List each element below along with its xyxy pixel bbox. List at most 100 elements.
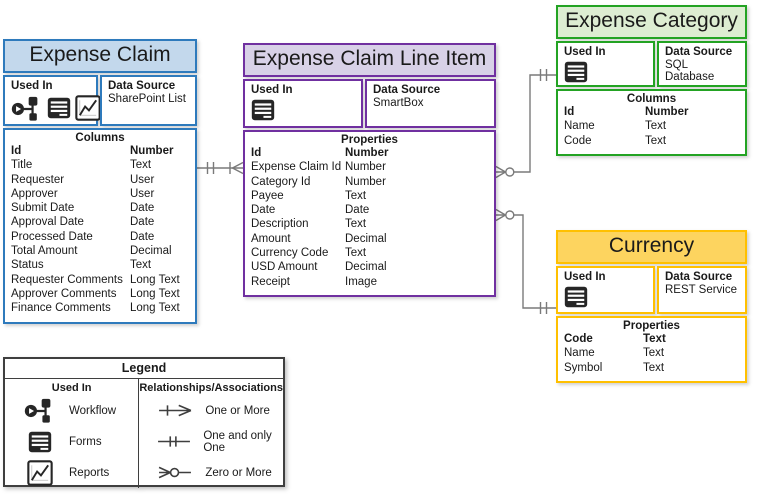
one-or-more-symbol bbox=[229, 161, 244, 175]
data-source-label: Data Source bbox=[665, 271, 733, 283]
entity-expense-category[interactable]: Expense Category Used In Data Source SQL… bbox=[556, 5, 747, 156]
used-in-icons bbox=[564, 286, 647, 308]
field-name: Symbol bbox=[564, 361, 603, 374]
entity-title: Expense Claim Line Item bbox=[243, 43, 496, 77]
forms-icon bbox=[251, 99, 275, 121]
field-name: Receipt bbox=[251, 275, 290, 288]
data-source-cell: Data Source SmartBox bbox=[365, 79, 496, 128]
field-type: Number bbox=[645, 106, 689, 118]
legend-used-in-header: Used In bbox=[51, 382, 92, 394]
field-name: Processed Date bbox=[11, 230, 93, 243]
field-name: Code bbox=[564, 333, 593, 345]
field-name: Id bbox=[564, 106, 575, 118]
used-in-cell: Used In bbox=[556, 41, 655, 87]
data-source-label: Data Source bbox=[665, 46, 733, 58]
entity-title: Currency bbox=[556, 230, 747, 264]
used-in-label: Used In bbox=[564, 271, 606, 283]
field-name: Submit Date bbox=[11, 202, 75, 215]
reports-icon bbox=[75, 95, 101, 121]
entity-expense-claim[interactable]: Expense Claim Used In Data Source ShareP… bbox=[3, 39, 197, 324]
data-source-label: Data Source bbox=[373, 84, 441, 96]
field-type: Number bbox=[345, 147, 389, 159]
field-type: Text bbox=[345, 189, 367, 202]
field-name: Category Id bbox=[251, 175, 311, 188]
used-in-label: Used In bbox=[251, 84, 293, 96]
field-row: USD Amount Decimal bbox=[251, 260, 490, 274]
used-in-icons bbox=[251, 99, 355, 121]
field-type: Date bbox=[345, 204, 370, 217]
legend-label: Forms bbox=[69, 435, 102, 448]
used-in-cell: Used In bbox=[3, 75, 101, 126]
data-source-cell: Data Source SharePoint List bbox=[100, 75, 197, 126]
entity-title: Expense Category bbox=[556, 5, 747, 39]
used-in-label: Used In bbox=[564, 46, 606, 58]
entity-currency[interactable]: Currency Used In Data Source REST Servic… bbox=[556, 230, 747, 383]
fields-title: Columns bbox=[626, 93, 677, 105]
field-type: User bbox=[130, 187, 155, 200]
field-type: Long Text bbox=[130, 287, 180, 300]
field-type: Text bbox=[645, 134, 667, 147]
field-type: Decimal bbox=[130, 245, 172, 258]
data-source-value: SharePoint List bbox=[108, 93, 186, 105]
field-type: Decimal bbox=[345, 232, 387, 245]
field-name: Id bbox=[251, 147, 262, 159]
legend-title: Legend bbox=[5, 359, 283, 379]
workflow-icon bbox=[23, 398, 57, 423]
field-type: Number bbox=[345, 161, 386, 174]
legend-used-in-row: Workflow bbox=[5, 395, 138, 426]
field-type: Text bbox=[645, 120, 667, 133]
one-and-only-one-symbol bbox=[539, 302, 548, 314]
field-name: USD Amount bbox=[251, 261, 318, 274]
forms-icon bbox=[47, 97, 71, 119]
field-row: Approver User bbox=[11, 187, 191, 201]
field-type: Long Text bbox=[130, 302, 180, 315]
workflow-icon bbox=[11, 96, 43, 121]
fields-title: Properties bbox=[341, 134, 398, 146]
field-row: Id Number bbox=[564, 105, 741, 119]
data-source-cell: Data Source SQL Database bbox=[657, 41, 747, 87]
entity-expense-claim-line-item[interactable]: Expense Claim Line Item Used In Data Sou… bbox=[243, 43, 496, 297]
field-type: Number bbox=[345, 175, 386, 188]
field-name: Id bbox=[11, 145, 22, 157]
field-name: Name bbox=[564, 120, 595, 133]
field-name: Name bbox=[564, 347, 595, 360]
fields-title: Properties bbox=[623, 320, 680, 332]
legend-label: Zero or More bbox=[205, 466, 272, 479]
forms-icon bbox=[23, 431, 57, 453]
data-source-value: SmartBox bbox=[373, 97, 424, 109]
field-name: Description bbox=[251, 218, 309, 231]
field-type: Decimal bbox=[345, 261, 387, 274]
used-in-cell: Used In bbox=[243, 79, 363, 128]
field-name: Title bbox=[11, 159, 33, 172]
forms-icon bbox=[564, 61, 588, 83]
data-source-value: SQL Database bbox=[665, 59, 715, 83]
field-name: Approver bbox=[11, 187, 58, 200]
field-type: User bbox=[130, 173, 155, 186]
field-name: Approval Date bbox=[11, 216, 84, 229]
one-and-only-one-symbol bbox=[157, 434, 191, 449]
legend-used-in-row: Forms bbox=[5, 426, 138, 457]
field-name: Total Amount bbox=[11, 245, 78, 258]
field-type: Text bbox=[345, 247, 367, 260]
